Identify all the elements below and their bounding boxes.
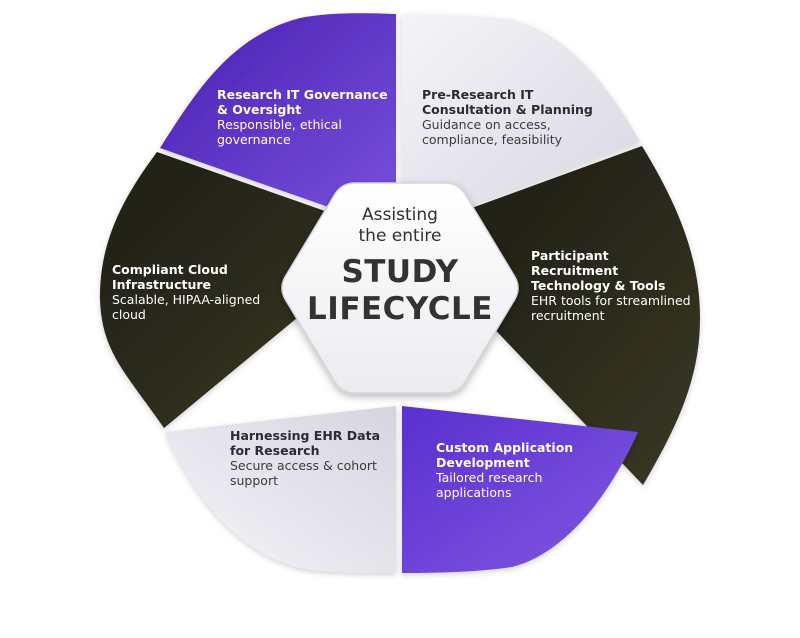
segment-title-line: & Oversight [217,102,302,117]
segment-title-line: Technology & Tools [531,278,666,293]
segment-description: Responsible, ethical governance [217,117,388,147]
segment-title-line: Research IT Governance [217,87,388,102]
segment-description: Tailored research applications [436,470,573,500]
segment-title: Compliant Cloud Infrastructure [112,262,260,292]
segment-title-line: Development [436,455,530,470]
center-subtitle-line-2: the entire [358,226,442,247]
center-title-line-1: STUDY [341,253,459,290]
center-hexagon [281,182,519,394]
segment-custom-app-text: Custom Application Development Tailored … [436,440,573,500]
segment-title: Pre-Research IT Consultation & Planning [422,87,593,117]
center-label: Assisting the entire STUDY LIFECYCLE [296,205,504,329]
segment-description-line: compliance, feasibility [422,132,563,147]
segment-title-line: for Research [230,443,320,458]
segment-recruitment-text: Participant Recruitment Technology & Too… [531,248,691,323]
segment-description-line: cloud [112,307,146,322]
segment-title: Custom Application Development [436,440,573,470]
segment-title-line: Infrastructure [112,277,211,292]
segment-consultation-text: Pre-Research IT Consultation & Planning … [422,87,593,147]
center-subtitle-line-1: Assisting [362,205,438,225]
segment-governance [160,13,400,232]
segment-description-line: governance [217,132,291,147]
segment-description: Scalable, HIPAA-aligned cloud [112,292,260,322]
segment-description-line: support [230,473,278,488]
segment-ehr-data [165,406,396,573]
segment-description-line: Secure access & cohort [230,458,377,473]
segment-description-line: Scalable, HIPAA-aligned [112,292,261,307]
segment-title-line: Consultation & Planning [422,102,593,117]
segment-description: Guidance on access, compliance, feasibil… [422,117,593,147]
segment-description-line: recruitment [531,308,605,323]
segment-consultation [402,14,640,230]
segment-ehr-data-text: Harnessing EHR Data for Research Secure … [230,428,380,488]
segment-title: Research IT Governance & Oversight [217,87,388,117]
segment-governance-text: Research IT Governance & Oversight Respo… [217,87,388,147]
segment-title: Participant Recruitment Technology & Too… [531,248,691,293]
segment-description: Secure access & cohort support [230,458,380,488]
segment-title-line: Custom Application [436,440,574,455]
segment-title-line: Harnessing EHR Data [230,428,380,443]
segment-title-line: Participant [531,248,609,263]
segment-description-line: Responsible, ethical [217,117,342,132]
center-title: STUDY LIFECYCLE [296,254,504,330]
segment-title: Harnessing EHR Data for Research [230,428,380,458]
segment-title-line: Pre-Research IT [422,87,534,102]
center-subtitle: Assisting the entire [296,205,504,248]
segment-description-line: EHR tools for streamlined [531,293,691,308]
segment-description: EHR tools for streamlined recruitment [531,293,691,323]
segment-description-line: Tailored research [436,470,543,485]
segment-description-line: applications [436,485,512,500]
segment-title-line: Recruitment [531,263,619,278]
segment-custom-app [402,406,638,573]
segment-cloud-text: Compliant Cloud Infrastructure Scalable,… [112,262,260,322]
center-title-line-2: LIFECYCLE [307,291,493,328]
segment-description-line: Guidance on access, [422,117,551,132]
segment-title-line: Compliant Cloud [112,262,228,277]
